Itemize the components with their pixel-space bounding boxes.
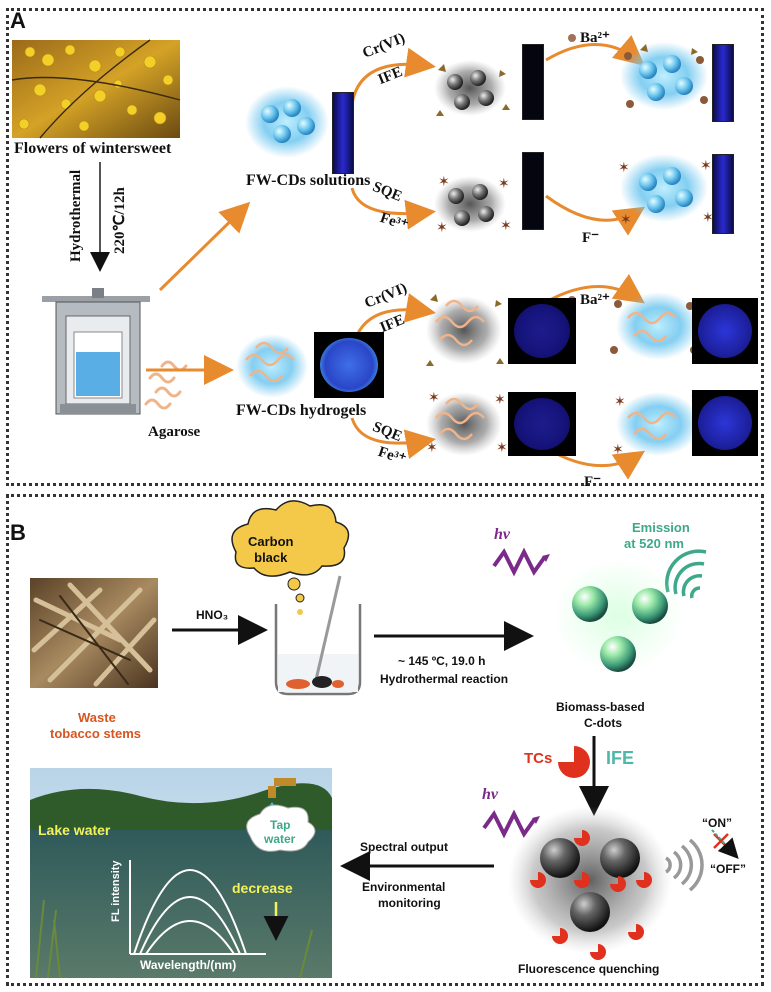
hv-bottom-label: hv [482, 786, 498, 803]
hydrogels-label: FW-CDs hydrogels [236, 402, 367, 419]
quenched-c-dots-icon [508, 806, 672, 960]
dish-hydrogel-bright [314, 332, 384, 398]
autoclave-reactor [42, 288, 150, 415]
wintersweet-photo [11, 39, 181, 139]
spectral-output-label: Spectral output [360, 840, 449, 854]
environmental-label-line1: Environmental [362, 880, 446, 894]
reaction-conditions-label: ~ 145 ºC, 19.0 h [398, 654, 486, 668]
hno3-label: HNO₃ [196, 608, 229, 622]
decrease-label: decrease [232, 880, 293, 896]
c-dots-label-line1: Biomass-based [556, 700, 645, 714]
recovered-cds-ba-icon [620, 42, 708, 110]
tcs-icon [558, 746, 590, 778]
beaker-icon [274, 575, 362, 696]
flowers-caption: Flowers of wintersweet [14, 140, 172, 157]
blocked-emission-icon [664, 838, 704, 892]
dish-hydrogel-recovered-ba [692, 298, 758, 364]
svg-text:✶: ✶ [620, 212, 632, 228]
svg-text:✶: ✶ [618, 160, 630, 176]
carbon-black-cloud [231, 500, 350, 603]
svg-text:✶: ✶ [428, 390, 440, 406]
agarose-fiber-icon [144, 360, 188, 410]
dish-hydrogel-recovered-f [692, 390, 758, 456]
recovered-cds-f-icon: ✶ ✶ ✶ ✶ [618, 154, 714, 228]
fw-cds-hydrogel-icon [236, 334, 308, 398]
hv-top-label: hv [494, 526, 510, 543]
tobacco-stems-photo [30, 578, 158, 688]
solutions-label: FW-CDs solutions [246, 172, 371, 189]
vial-solution-quenched-cr [522, 44, 544, 120]
reaction-name-label: Hydrothermal reaction [380, 672, 509, 686]
svg-text:✶: ✶ [500, 218, 512, 234]
panel-b-label: B [10, 520, 26, 545]
quenched-hydrogel-fe-icon: ✶ ✶ ✶ ✶ [426, 390, 508, 456]
svg-text:✶: ✶ [700, 158, 712, 174]
waste-label-line1: Waste [78, 710, 116, 725]
quenched-hydrogel-cr-icon [426, 294, 504, 366]
tap-label-line1: Tap [270, 818, 291, 832]
panel-b [6, 494, 764, 986]
emission-label-line2: at 520 nm [624, 536, 684, 551]
hv-wave-top-icon [492, 547, 550, 577]
c-dots-icon [552, 558, 684, 674]
ba-label-solution: Ba²⁺ [580, 30, 610, 46]
f-label-hydrogel: F⁻ [584, 474, 602, 490]
svg-text:✶: ✶ [614, 394, 626, 410]
waste-label-line2: tobacco stems [50, 726, 142, 741]
svg-text:✶: ✶ [612, 442, 624, 458]
vial-solution-bright [332, 92, 354, 174]
fl-intensity-label: FL intensity [110, 860, 122, 922]
quenching-label: Fluorescence quenching [518, 962, 660, 976]
panel-a-label: A [10, 8, 26, 33]
panel-a [6, 8, 764, 486]
hv-wave-bottom-icon [482, 809, 540, 839]
quenched-cds-fe-icon: ✶ ✶ ✶ ✶ [434, 174, 512, 236]
agarose-label: Agarose [148, 424, 201, 440]
ife-label: IFE [606, 748, 635, 768]
tap-label-line2: water [264, 832, 296, 846]
environmental-label-line2: monitoring [378, 896, 441, 910]
svg-text:✶: ✶ [702, 210, 714, 226]
emission-label-line1: Emission [632, 520, 690, 535]
svg-text:✶: ✶ [496, 440, 508, 456]
c-dots-label-line2: C-dots [584, 716, 622, 730]
fw-cds-solution-icon [245, 86, 329, 158]
vial-solution-quenched-fe [522, 152, 544, 230]
lake-water-label: Lake water [38, 822, 111, 838]
wavelength-label: Wavelength/(nm) [140, 958, 237, 972]
vial-solution-recovered-ba [712, 44, 734, 122]
ba-label-hydrogel: Ba²⁺ [580, 292, 610, 308]
off-label: “OFF” [710, 862, 746, 876]
dish-hydrogel-quenched-fe [508, 392, 576, 456]
tcs-label: TCs [524, 750, 553, 767]
lake-photo [30, 768, 332, 979]
svg-text:✶: ✶ [494, 392, 506, 408]
svg-text:✶: ✶ [438, 174, 450, 190]
quenched-cds-cr-icon [434, 60, 510, 116]
svg-text:✶: ✶ [426, 440, 438, 456]
dish-hydrogel-quenched-cr [508, 298, 576, 364]
svg-text:✶: ✶ [436, 220, 448, 236]
vial-solution-recovered-f [712, 154, 734, 234]
carbon-black-label: Carbon black [248, 534, 294, 565]
f-label-solution: F⁻ [582, 230, 600, 246]
on-label: “ON” [702, 816, 732, 830]
svg-text:✶: ✶ [498, 176, 510, 192]
